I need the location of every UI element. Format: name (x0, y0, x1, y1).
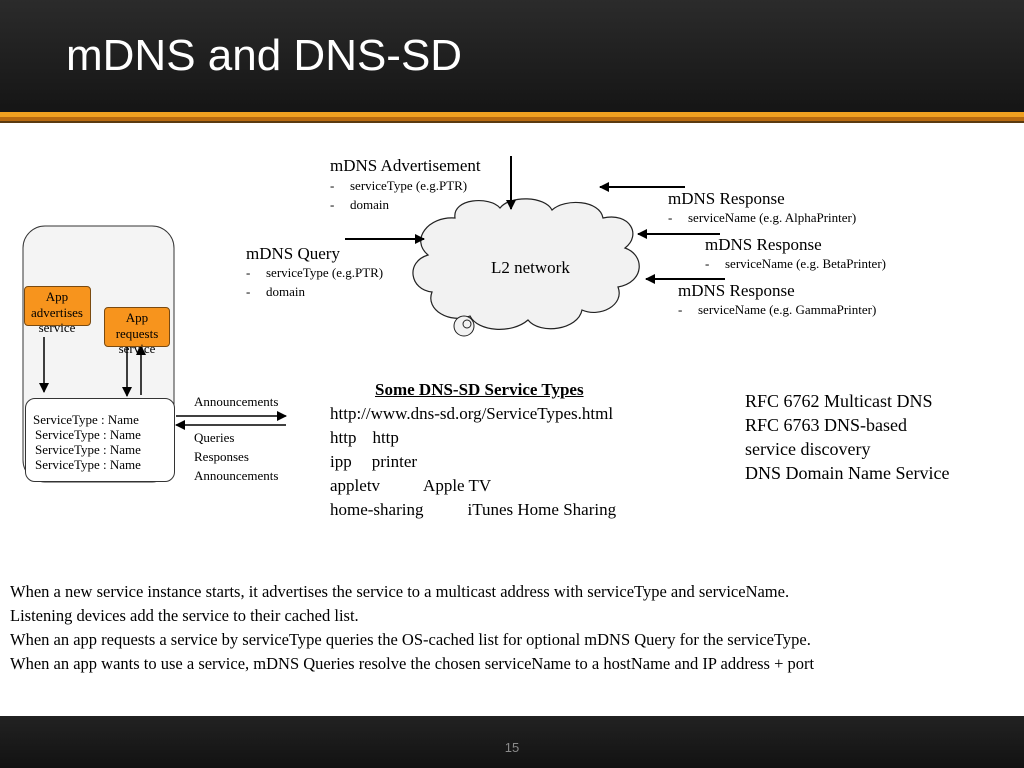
query-item: -domain (246, 284, 305, 299)
traffic-label: Responses (194, 449, 249, 464)
cache-entry: ServiceType : Name (33, 412, 139, 427)
l2-network-cloud (412, 198, 640, 330)
network-label: L2 network (491, 258, 570, 277)
cache-entry: ServiceType : Name (35, 427, 141, 442)
rfc-line: DNS Domain Name Service (745, 463, 950, 483)
advertisement-item: -domain (330, 197, 389, 212)
traffic-label: Queries (194, 430, 235, 445)
header-divider-edge (0, 121, 1024, 123)
service-cache-box (25, 398, 175, 482)
response-item: -serviceName (e.g. GammaPrinter) (678, 302, 877, 317)
cache-entry: ServiceType : Name (35, 457, 141, 472)
explanation-line: When an app wants to use a service, mDNS… (10, 654, 815, 673)
header-divider (0, 112, 1024, 117)
slide-title: mDNS and DNS-SD (66, 31, 463, 80)
response-item: -serviceName (e.g. BetaPrinter) (705, 256, 886, 271)
rfc-line: RFC 6763 DNS-based (745, 415, 908, 435)
response-title: mDNS Response (678, 281, 795, 300)
app-advertises-box (24, 286, 91, 326)
response-title: mDNS Response (705, 235, 822, 254)
rfc-line: service discovery (745, 439, 871, 459)
response-item: -serviceName (e.g. AlphaPrinter) (668, 210, 857, 225)
cache-entry: ServiceType : Name (35, 442, 141, 457)
service-types-title: Some DNS-SD Service Types (375, 380, 584, 399)
app-requests-box (104, 307, 170, 347)
app-requests-label: App requests service (115, 310, 159, 357)
announcements-label: Announcements (194, 394, 279, 409)
advertisement-title: mDNS Advertisement (330, 156, 481, 175)
page-number: 15 (504, 740, 520, 755)
query-title: mDNS Query (246, 244, 340, 263)
header-divider-shade (0, 117, 1024, 121)
slide-footer (0, 716, 1024, 768)
query-item: -serviceType (e.g.PTR) (246, 265, 384, 280)
explanation-line: When an app requests a service by servic… (10, 630, 811, 649)
service-types-url: http://www.dns-sd.org/ServiceTypes.html (330, 404, 614, 423)
explanation-text: When a new service instance starts, it a… (10, 580, 1015, 676)
traffic-label: Announcements (194, 468, 279, 483)
explanation-line: Listening devices add the service to the… (10, 606, 359, 625)
slide-header (0, 0, 1024, 112)
rfc-line: RFC 6762 Multicast DNS (745, 391, 933, 411)
explanation-line: When a new service instance starts, it a… (10, 582, 790, 601)
cloud-tail-small (462, 319, 472, 329)
advertisement-item: -serviceType (e.g.PTR) (330, 178, 468, 193)
response-title: mDNS Response (668, 189, 785, 208)
app-advertises-label: App advertises service (31, 289, 83, 336)
